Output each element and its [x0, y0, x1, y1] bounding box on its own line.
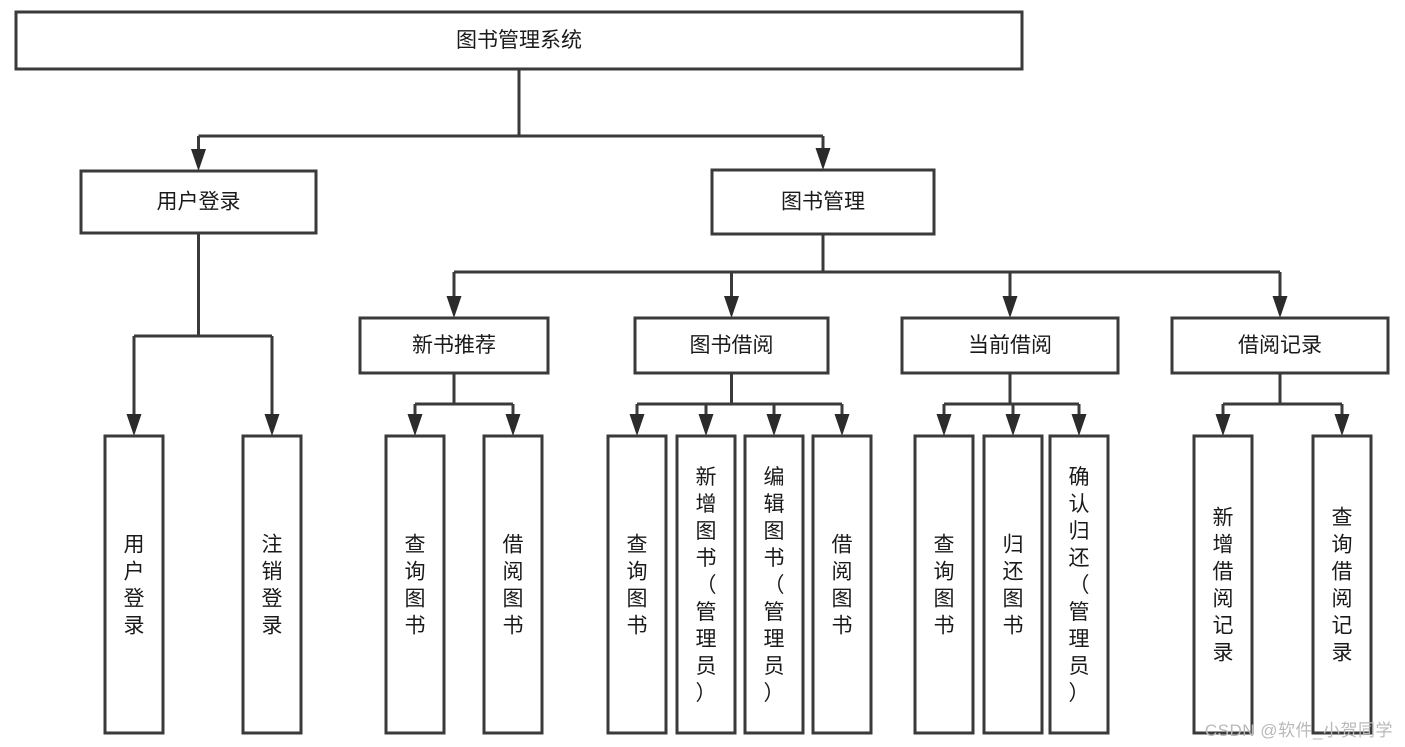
connector-borrow-records [1215, 373, 1350, 436]
node-leaf-add-borrow-record[interactable]: 新增借阅记录 [1192, 434, 1254, 735]
node-user-login[interactable]: 用户登录 [79, 169, 318, 235]
node-label-leaf-add-book-admin: 新增图书（管理员） [696, 466, 717, 705]
connectors-layer [126, 69, 1350, 436]
node-leaf-borrow-book[interactable]: 借阅图书 [811, 434, 873, 735]
node-box-leaf-return-book[interactable] [982, 434, 1044, 735]
node-new-book-recommend[interactable]: 新书推荐 [358, 316, 550, 375]
node-leaf-logout[interactable]: 注销登录 [241, 434, 303, 735]
node-label-current-borrow: 当前借阅 [968, 334, 1052, 357]
node-label-book-management: 图书管理 [781, 191, 865, 214]
connector-book-management [446, 234, 1288, 318]
node-label-leaf-query-borrow-record: 查询借阅记录 [1332, 507, 1353, 665]
node-label-leaf-add-borrow-record: 新增借阅记录 [1213, 507, 1234, 665]
arrow-head-icon [1334, 414, 1350, 436]
node-label-leaf-borrow-book-recommend: 借阅图书 [503, 534, 524, 638]
node-box-book-management[interactable] [710, 168, 936, 236]
node-root[interactable]: 图书管理系统 [14, 10, 1024, 71]
arrow-head-icon [629, 414, 645, 436]
arrow-head-icon [264, 414, 280, 436]
arrow-head-icon [126, 414, 142, 436]
arrow-head-icon [1005, 414, 1021, 436]
node-box-leaf-logout[interactable] [241, 434, 303, 735]
node-leaf-query-book-current[interactable]: 查询图书 [913, 434, 975, 735]
node-box-leaf-query-book-borrow[interactable] [606, 434, 668, 735]
node-label-leaf-borrow-book: 借阅图书 [832, 534, 853, 638]
connector-book-borrow [629, 373, 850, 436]
arrow-head-icon [1215, 414, 1231, 436]
node-box-leaf-borrow-book[interactable] [811, 434, 873, 735]
arrow-head-icon [698, 414, 714, 436]
node-leaf-return-book[interactable]: 归还图书 [982, 434, 1044, 735]
node-leaf-query-borrow-record[interactable]: 查询借阅记录 [1311, 434, 1373, 735]
arrow-head-icon [936, 414, 952, 436]
connector-new-book-recommend [407, 373, 521, 436]
node-label-new-book-recommend: 新书推荐 [412, 334, 496, 357]
arrow-head-icon [1071, 414, 1087, 436]
node-box-book-borrow[interactable] [633, 316, 830, 375]
node-leaf-edit-book-admin[interactable]: 编辑图书（管理员） [743, 434, 805, 735]
node-label-borrow-records: 借阅记录 [1238, 334, 1322, 357]
node-label-book-borrow: 图书借阅 [690, 334, 774, 357]
node-label-leaf-confirm-return-admin: 确认归还（管理员） [1069, 466, 1090, 705]
node-label-leaf-edit-book-admin: 编辑图书（管理员） [764, 466, 785, 705]
node-label-leaf-query-book-current: 查询图书 [934, 534, 955, 638]
arrow-head-icon [1272, 296, 1288, 318]
connector-root [191, 69, 831, 171]
node-current-borrow[interactable]: 当前借阅 [900, 316, 1120, 375]
node-leaf-query-book-borrow[interactable]: 查询图书 [606, 434, 668, 735]
node-box-leaf-confirm-return-admin[interactable] [1048, 434, 1110, 735]
node-box-borrow-records[interactable] [1170, 316, 1390, 375]
connector-current-borrow [936, 373, 1087, 436]
node-box-leaf-query-book-recommend[interactable] [384, 434, 446, 735]
node-label-leaf-user-login: 用户登录 [124, 534, 145, 638]
node-leaf-confirm-return-admin[interactable]: 确认归还（管理员） [1048, 434, 1110, 735]
node-box-current-borrow[interactable] [900, 316, 1120, 375]
node-leaf-borrow-book-recommend[interactable]: 借阅图书 [482, 434, 544, 735]
node-label-leaf-return-book: 归还图书 [1003, 534, 1024, 638]
arrow-head-icon [834, 414, 850, 436]
node-box-leaf-borrow-book-recommend[interactable] [482, 434, 544, 735]
arrow-head-icon [505, 414, 521, 436]
node-label-leaf-query-book-recommend: 查询图书 [405, 534, 426, 638]
node-borrow-records[interactable]: 借阅记录 [1170, 316, 1390, 375]
nodes-layer: 图书管理系统用户登录图书管理新书推荐图书借阅当前借阅借阅记录用户登录注销登录查询… [14, 10, 1390, 735]
node-leaf-user-login[interactable]: 用户登录 [103, 434, 165, 735]
node-leaf-query-book-recommend[interactable]: 查询图书 [384, 434, 446, 735]
node-box-leaf-edit-book-admin[interactable] [743, 434, 805, 735]
arrow-head-icon [191, 149, 206, 171]
node-box-leaf-user-login[interactable] [103, 434, 165, 735]
node-box-leaf-query-book-current[interactable] [913, 434, 975, 735]
node-label-root: 图书管理系统 [456, 29, 582, 52]
node-box-leaf-query-borrow-record[interactable] [1311, 434, 1373, 735]
node-box-leaf-add-borrow-record[interactable] [1192, 434, 1254, 735]
arrow-head-icon [766, 414, 782, 436]
arrow-head-icon [407, 414, 423, 436]
arrow-head-icon [724, 296, 739, 318]
node-box-user-login[interactable] [79, 169, 318, 235]
connector-user-login [126, 233, 280, 436]
node-box-new-book-recommend[interactable] [358, 316, 550, 375]
node-book-management[interactable]: 图书管理 [710, 168, 936, 236]
node-box-root[interactable] [14, 10, 1024, 71]
arrow-head-icon [815, 148, 831, 170]
node-label-user-login: 用户登录 [157, 191, 241, 214]
arrow-head-icon [1002, 296, 1018, 318]
node-label-leaf-query-book-borrow: 查询图书 [627, 534, 648, 638]
node-leaf-add-book-admin[interactable]: 新增图书（管理员） [675, 434, 737, 735]
node-box-leaf-add-book-admin[interactable] [675, 434, 737, 735]
arrow-head-icon [446, 296, 462, 318]
node-label-leaf-logout: 注销登录 [262, 534, 283, 638]
node-book-borrow[interactable]: 图书借阅 [633, 316, 830, 375]
